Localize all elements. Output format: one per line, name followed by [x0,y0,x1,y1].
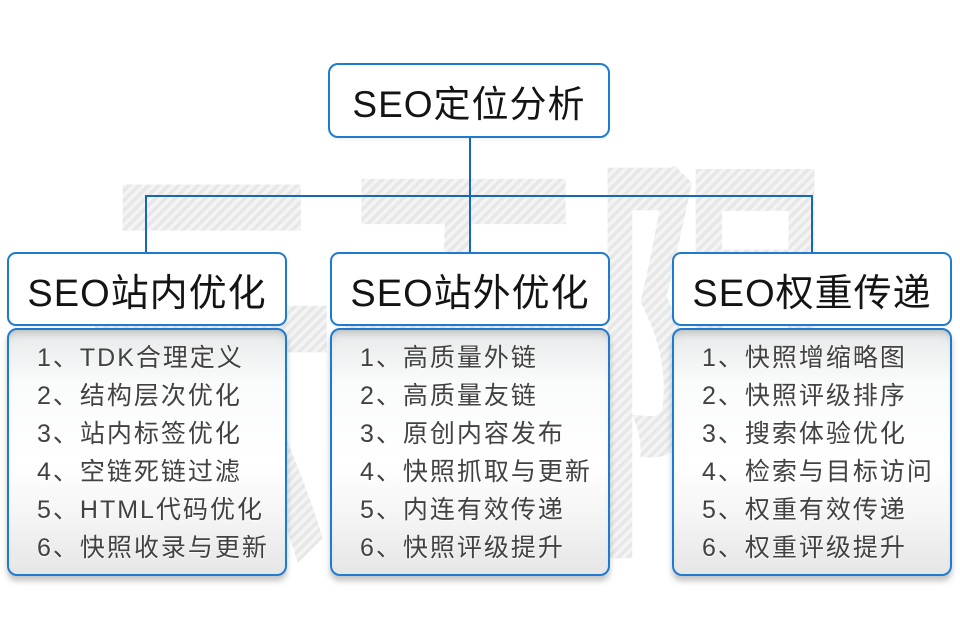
list-item: 3、站内标签优化 [37,420,242,448]
branch-title: SEO站外优化 [350,272,590,315]
list-item: 6、权重评级提升 [702,534,907,562]
list-item: 1、高质量外链 [360,344,538,372]
connector-stem [469,137,471,197]
list-item: 2、快照评级排序 [702,382,907,410]
list-item: 3、搜索体验优化 [702,420,907,448]
branch-list-onsite: 1、TDK合理定义 2、结构层次优化 3、站内标签优化 4、空链死链过滤 5、H… [7,328,287,576]
branch-header-onsite: SEO站内优化 [7,252,287,326]
branch-list-offsite: 1、高质量外链 2、高质量友链 3、原创内容发布 4、快照抓取与更新 5、内连有… [330,328,610,576]
list-item: 3、原创内容发布 [360,420,565,448]
root-node-label: SEO定位分析 [352,83,586,125]
branch-title: SEO站内优化 [27,272,267,315]
list-item: 4、空链死链过滤 [37,458,242,486]
branch-header-weight: SEO权重传递 [672,252,952,326]
branch-column-onsite: SEO站内优化 1、TDK合理定义 2、结构层次优化 3、站内标签优化 4、空链… [7,252,287,576]
connector-drop-right [811,195,813,253]
list-item: 5、权重有效传递 [702,496,907,524]
branch-column-offsite: SEO站外优化 1、高质量外链 2、高质量友链 3、原创内容发布 4、快照抓取与… [330,252,610,576]
list-item: 1、快照增缩略图 [702,344,907,372]
list-item: 6、快照收录与更新 [37,534,269,562]
branch-column-weight: SEO权重传递 1、快照增缩略图 2、快照评级排序 3、搜索体验优化 4、检索与… [672,252,952,576]
connector-crossbar [145,195,813,197]
list-item: 2、结构层次优化 [37,382,242,410]
list-item: 6、快照评级提升 [360,534,565,562]
list-item: 5、内连有效传递 [360,496,565,524]
list-item: 2、高质量友链 [360,382,538,410]
list-item: 4、快照抓取与更新 [360,458,592,486]
connector-drop-middle [469,195,471,253]
list-item: 4、检索与目标访问 [702,458,934,486]
branch-title: SEO权重传递 [692,272,932,315]
branch-header-offsite: SEO站外优化 [330,252,610,326]
root-node: SEO定位分析 [328,63,610,138]
branch-list-weight: 1、快照增缩略图 2、快照评级排序 3、搜索体验优化 4、检索与目标访问 5、权… [672,328,952,576]
connector-drop-left [145,195,147,253]
list-item: 1、TDK合理定义 [37,344,244,372]
list-item: 5、HTML代码优化 [37,496,264,524]
